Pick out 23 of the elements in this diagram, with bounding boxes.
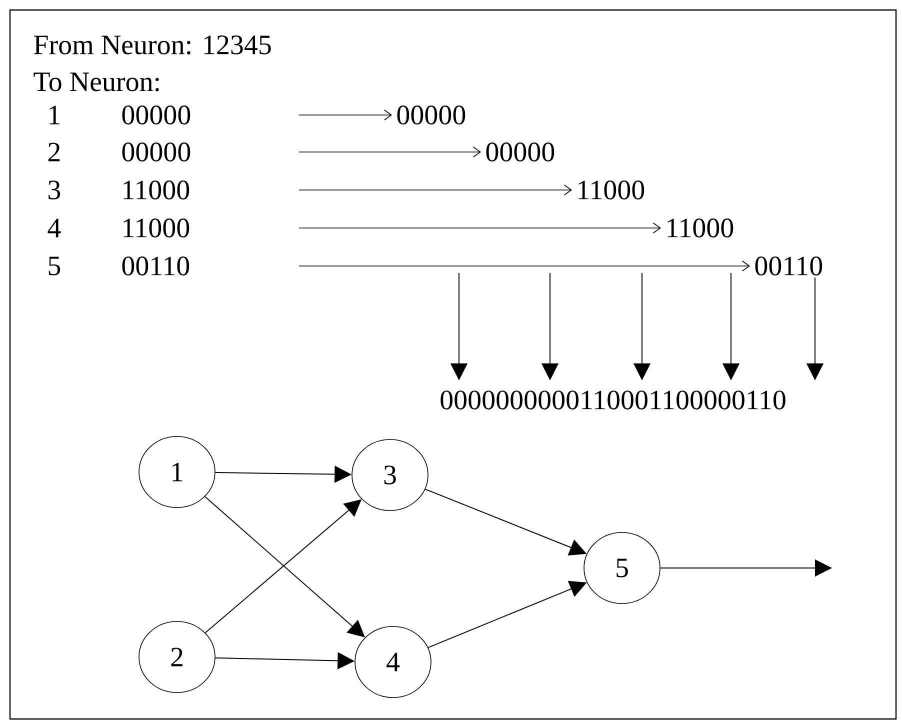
code-text: 00110 bbox=[122, 256, 190, 276]
row-number: 5 bbox=[48, 256, 60, 276]
row-number: 2 bbox=[48, 142, 60, 162]
code-text: 11000 bbox=[124, 180, 190, 200]
code-text: 00000 bbox=[397, 106, 466, 124]
code-text: 00110 bbox=[755, 256, 822, 276]
arrow bbox=[298, 110, 392, 120]
code-text: 11000 bbox=[124, 218, 190, 238]
arrow bbox=[298, 146, 481, 158]
arrow bbox=[298, 222, 661, 234]
code-text: 00000 bbox=[486, 142, 554, 162]
code-text: 11000 bbox=[668, 218, 734, 238]
bit-string: 0000000000110001100000110 bbox=[440, 390, 786, 410]
arrow bbox=[298, 260, 750, 272]
row-number: 3 bbox=[48, 180, 60, 200]
row-number: 1 bbox=[50, 106, 60, 124]
heading-text: From Neuron: 12345 bbox=[34, 36, 271, 54]
code-text: 00000 bbox=[122, 142, 190, 162]
arrow bbox=[298, 184, 572, 196]
code-text: 11000 bbox=[578, 180, 644, 200]
row-number: 4 bbox=[48, 218, 61, 238]
code-text: 00000 bbox=[122, 106, 190, 124]
heading-text: To Neuron: bbox=[34, 72, 159, 92]
